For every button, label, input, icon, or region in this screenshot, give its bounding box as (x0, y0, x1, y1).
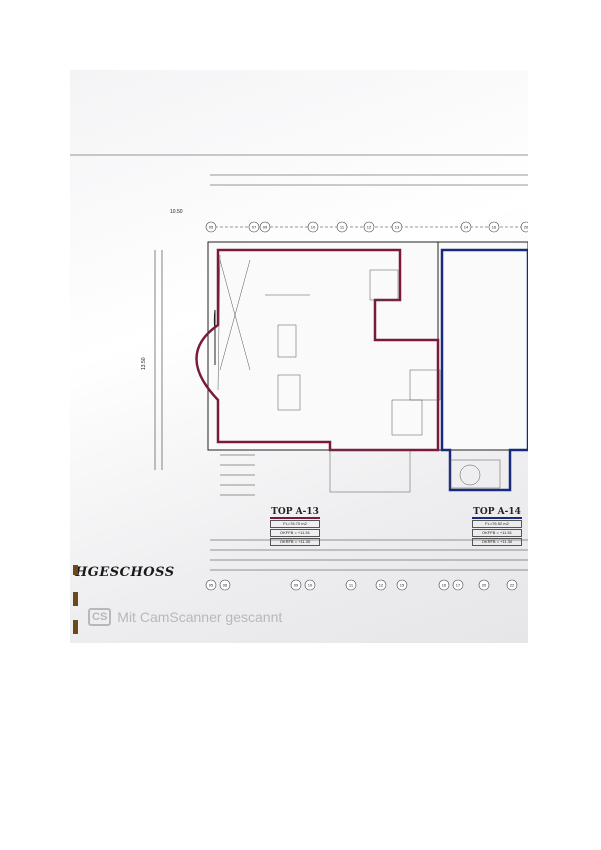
grid-label: 17 (456, 583, 461, 588)
grid-label: 20 (482, 583, 487, 588)
grid-label: 15 (400, 583, 405, 588)
grid-bubble (391, 221, 403, 233)
dim-left-height: 13.50 (141, 357, 147, 370)
camscanner-logo-icon: CS (88, 608, 112, 626)
unit-area: FL=76.52 m2 (472, 520, 522, 528)
binder-mark (73, 592, 78, 606)
grid-bubble (219, 579, 231, 591)
unit-okrfb: OKRFB = +11.30 (270, 538, 320, 546)
grid-label: 05 (209, 225, 214, 230)
grid-label: 10 (308, 583, 313, 588)
grid-bubble (304, 579, 316, 591)
scanned-floor-plan: 05 07 09 10 11 12 13 14 16 20 05 06 09 10 11 12 15 16 17 2… (70, 70, 528, 643)
binder-mark (73, 620, 78, 634)
grid-bubble (290, 579, 302, 591)
grid-bubble (205, 221, 217, 233)
dim-top-left: 10.50 (170, 209, 183, 215)
grid-label: 12 (367, 225, 372, 230)
grid-label: 13 (395, 225, 400, 230)
unit-a14-outline (440, 248, 528, 492)
grid-bubble (307, 221, 319, 233)
grid-label: 20 (524, 225, 528, 230)
unit-okffb: OKFFB = +11.51 (472, 529, 522, 537)
unit-okrfb: OKRFB = +11.30 (472, 538, 522, 546)
grid-bubble (205, 579, 217, 591)
grid-bubble (363, 221, 375, 233)
grid-bubble (259, 221, 271, 233)
grid-bubble (488, 221, 500, 233)
grid-bubble (396, 579, 408, 591)
grid-label: 22 (510, 583, 515, 588)
unit-okffb: OKFFB = +11.51 (270, 529, 320, 537)
binder-mark (73, 565, 78, 575)
camscanner-watermark: CS Mit CamScanner gescannt (88, 608, 282, 626)
grid-bubble (460, 221, 472, 233)
grid-bubble (478, 579, 490, 591)
floor-title: HGESCHOSS (75, 565, 175, 580)
grid-bubble (506, 579, 518, 591)
unit-name: TOP A-14 (472, 507, 522, 519)
unit-area: FL=78.70 m2 (270, 520, 320, 528)
grid-label: 09 (294, 583, 299, 588)
grid-label: 11 (349, 583, 354, 588)
grid-label: 05 (209, 583, 214, 588)
grid-label: 11 (340, 225, 345, 230)
grid-label: 14 (464, 225, 469, 230)
grid-bubble (452, 579, 464, 591)
grid-bubble (375, 579, 387, 591)
grid-label: 06 (223, 583, 228, 588)
grid-label: 09 (263, 225, 268, 230)
grid-label: 16 (492, 225, 497, 230)
unit-tag-a14: TOP A-14 FL=76.52 m2 OKFFB = +11.51 OKRF… (472, 507, 522, 546)
grid-bubble (248, 221, 260, 233)
unit-name: TOP A-13 (270, 507, 320, 519)
floor-plan-drawing: 05 07 09 10 11 12 13 14 16 20 05 06 09 10 11 12 15 16 17 2… (70, 154, 528, 591)
grid-label: 07 (252, 225, 257, 230)
grid-bubble (336, 221, 348, 233)
unit-a13-outline (195, 248, 440, 452)
grid-label: 12 (379, 583, 384, 588)
grid-label: 10 (311, 225, 316, 230)
grid-bubble (345, 579, 357, 591)
grid-label: 16 (442, 583, 447, 588)
grid-bubble (520, 221, 528, 233)
watermark-text: Mit CamScanner gescannt (117, 609, 283, 625)
unit-tag-a13: TOP A-13 FL=78.70 m2 OKFFB = +11.51 OKRF… (270, 507, 320, 546)
grid-bubble (438, 579, 450, 591)
